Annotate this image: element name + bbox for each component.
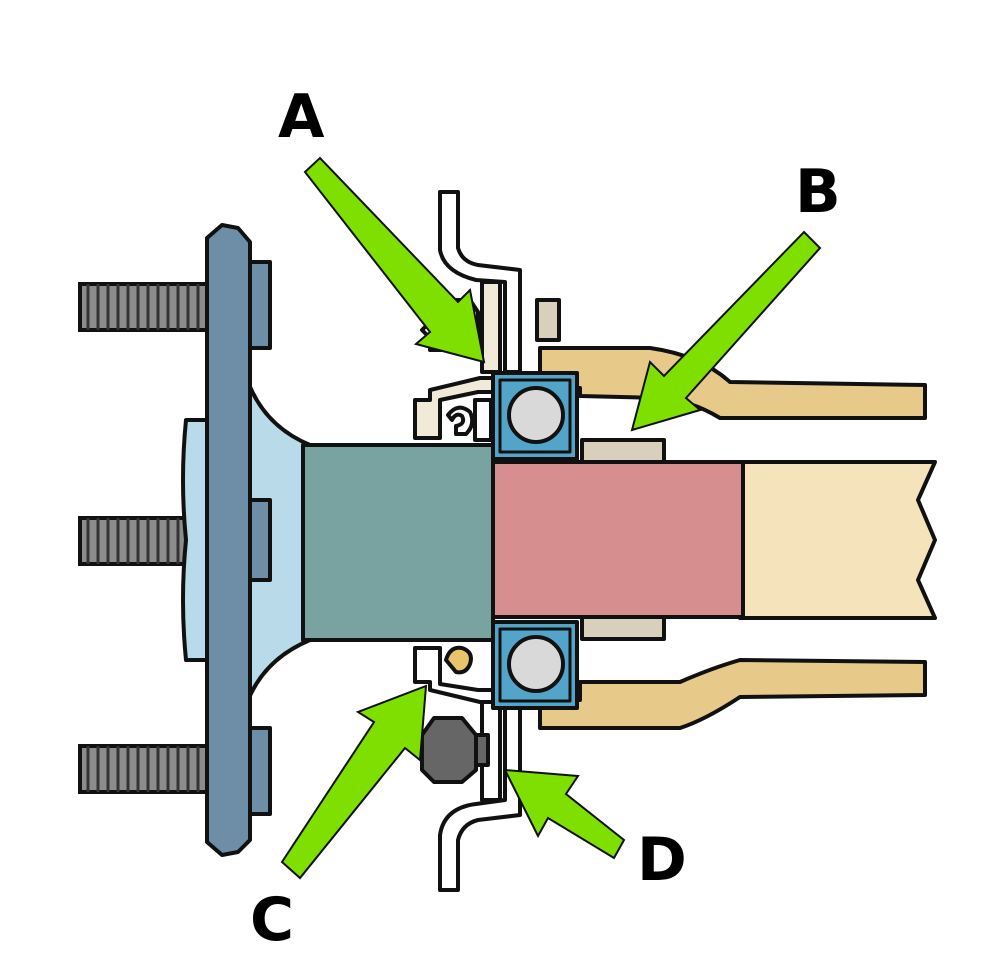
seal-lip-upper (473, 398, 493, 442)
hub-flange (205, 223, 252, 857)
arrow-a (303, 156, 486, 364)
callout-c: C (250, 684, 428, 955)
backing-plate-lower (438, 703, 522, 892)
mount-bolt-lower (420, 716, 490, 784)
axle-tail (738, 460, 937, 620)
label-d: D (637, 825, 687, 895)
oil-seal-lower (444, 645, 473, 675)
label-c: C (250, 885, 294, 955)
stud-head-top (248, 260, 272, 350)
wheel-bearing-lower (491, 620, 579, 710)
retainer-block-upper (535, 298, 561, 342)
wheel-stud-bottom (78, 744, 212, 794)
oil-seal-upper (446, 405, 475, 436)
stub-shaft (301, 443, 495, 642)
label-b: B (795, 157, 841, 227)
dust-shield-lower (413, 646, 495, 704)
dust-shield-upper (413, 376, 495, 440)
stud-head-bottom (248, 726, 272, 816)
callout-d: D (503, 768, 687, 895)
label-a: A (278, 82, 325, 152)
callout-b: B (630, 157, 841, 432)
wheel-stud-top (78, 282, 212, 332)
axle-housing-lower (538, 658, 927, 730)
axle-housing-upper (538, 346, 927, 420)
stud-head-middle (248, 498, 272, 582)
arrow-b (630, 230, 822, 432)
arrow-d (503, 768, 626, 860)
wheel-bearing-upper (491, 371, 579, 461)
callout-a: A (278, 82, 486, 364)
axle-shaft (491, 460, 745, 619)
spacer-lower (580, 615, 666, 641)
plate-strip-upper (480, 280, 502, 374)
arrow-c (280, 684, 428, 880)
spacer-upper (580, 438, 666, 464)
